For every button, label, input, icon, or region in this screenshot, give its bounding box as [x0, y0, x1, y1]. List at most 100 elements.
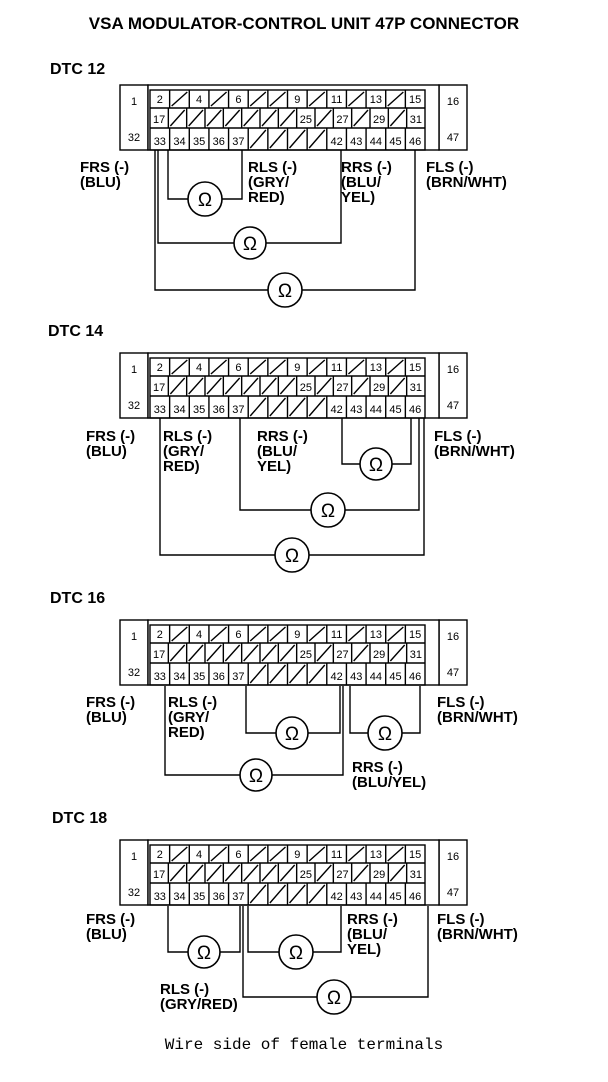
pin-label: 11 — [331, 849, 342, 861]
pin-label: 15 — [409, 94, 421, 106]
pin-label: 4 — [196, 849, 202, 861]
terminal-label: FLS (-) — [426, 159, 473, 176]
terminal-label: (GRY/ — [168, 709, 210, 726]
empty-cavity-slash — [387, 846, 404, 862]
empty-cavity-slash — [171, 359, 188, 375]
terminal-label: (BRN/WHT) — [434, 443, 515, 460]
empty-cavity-slash — [206, 109, 222, 127]
terminal-label: FLS (-) — [437, 911, 484, 928]
pin-label: 13 — [370, 362, 382, 374]
pin-label: 6 — [235, 629, 241, 641]
pin-label: 44 — [370, 136, 382, 148]
empty-cavity-slash — [269, 91, 286, 107]
empty-cavity-slash — [316, 644, 332, 662]
pin-label: 15 — [409, 849, 421, 861]
pin-label: 25 — [300, 114, 312, 126]
empty-cavity-slash — [279, 864, 296, 882]
terminal-label: RED) — [163, 458, 200, 475]
connector-body — [147, 84, 440, 151]
pin-label: 6 — [235, 849, 241, 861]
empty-cavity-slash — [308, 664, 326, 684]
connector-left-block — [119, 619, 149, 686]
empty-cavity-slash — [169, 377, 186, 395]
empty-cavity-slash — [353, 864, 369, 882]
empty-cavity-slash — [169, 864, 186, 882]
empty-cavity-slash — [308, 397, 326, 417]
pin-label: 33 — [154, 136, 166, 148]
pin-label: 17 — [153, 649, 165, 661]
pin-label: 42 — [330, 671, 342, 683]
empty-cavity-slash — [269, 129, 287, 149]
terminal-label: (BLU/ — [347, 926, 388, 943]
pin-label: 11 — [331, 362, 342, 374]
pin-label: 29 — [373, 382, 385, 394]
terminal-label: (GRY/ — [163, 443, 205, 460]
empty-cavity-slash — [224, 109, 241, 127]
ohmmeter — [367, 715, 403, 751]
ohmmeter — [187, 181, 223, 217]
empty-cavity-slash — [308, 884, 326, 904]
ohm-symbol: Ω — [369, 455, 383, 476]
empty-cavity-slash — [243, 377, 259, 395]
ohm-symbol: Ω — [285, 546, 299, 567]
pin-label: 34 — [173, 891, 185, 903]
empty-cavity-slash — [347, 626, 365, 642]
pin-label: 44 — [370, 404, 382, 416]
empty-cavity-slash — [224, 644, 241, 662]
empty-cavity-slash — [210, 846, 228, 862]
empty-cavity-slash — [347, 846, 365, 862]
diagram-title: VSA MODULATOR-CONTROL UNIT 47P CONNECTOR — [88, 14, 520, 33]
empty-cavity-slash — [288, 397, 306, 417]
dtc-code: DTC 14 — [48, 323, 103, 340]
pin-label: 1 — [131, 96, 137, 108]
empty-cavity-slash — [206, 377, 222, 395]
pin-label: 4 — [196, 629, 202, 641]
empty-cavity-slash — [316, 109, 332, 127]
pin-label: 13 — [370, 94, 382, 106]
pin-label: 9 — [294, 362, 300, 374]
pin-label: 11 — [331, 94, 342, 106]
pin-label: 43 — [350, 404, 362, 416]
ohmmeter — [278, 934, 314, 970]
empty-cavity-slash — [288, 664, 306, 684]
empty-cavity-slash — [269, 846, 286, 862]
connector-left-block — [119, 839, 149, 906]
terminal-label: (BRN/WHT) — [437, 926, 518, 943]
terminal-label: (BLU/ — [341, 174, 382, 191]
pin-label: 16 — [447, 364, 459, 376]
pin-label: 43 — [350, 671, 362, 683]
pin-label: 31 — [410, 114, 422, 126]
pin-label: 43 — [350, 891, 362, 903]
connector-right-block — [438, 619, 468, 686]
pin-label: 44 — [370, 891, 382, 903]
pin-label: 46 — [409, 404, 421, 416]
pin-label: 27 — [336, 649, 348, 661]
terminal-label: (BRN/WHT) — [426, 174, 507, 191]
pin-label: 16 — [447, 96, 459, 108]
pin-label: 2 — [157, 362, 163, 374]
empty-cavity-slash — [210, 359, 228, 375]
empty-cavity-slash — [169, 109, 186, 127]
ohm-symbol: Ω — [243, 234, 257, 255]
empty-cavity-slash — [308, 359, 326, 375]
ohm-symbol: Ω — [378, 724, 392, 745]
ohmmeter — [187, 935, 221, 969]
pin-label: 46 — [409, 136, 421, 148]
ohmmeter — [310, 492, 346, 528]
pin-label: 16 — [447, 851, 459, 863]
terminal-label: RLS (-) — [248, 159, 297, 176]
pin-label: 6 — [235, 362, 241, 374]
pin-label: 34 — [173, 404, 185, 416]
empty-cavity-slash — [316, 864, 332, 882]
ohm-symbol: Ω — [249, 766, 263, 787]
ohmmeter — [359, 447, 393, 481]
pin-label: 25 — [300, 382, 312, 394]
empty-cavity-slash — [389, 864, 406, 882]
empty-cavity-slash — [188, 377, 204, 395]
empty-cavity-slash — [387, 359, 404, 375]
pin-label: 32 — [128, 132, 140, 144]
pin-label: 33 — [154, 404, 166, 416]
empty-cavity-slash — [279, 377, 296, 395]
empty-cavity-slash — [269, 664, 287, 684]
